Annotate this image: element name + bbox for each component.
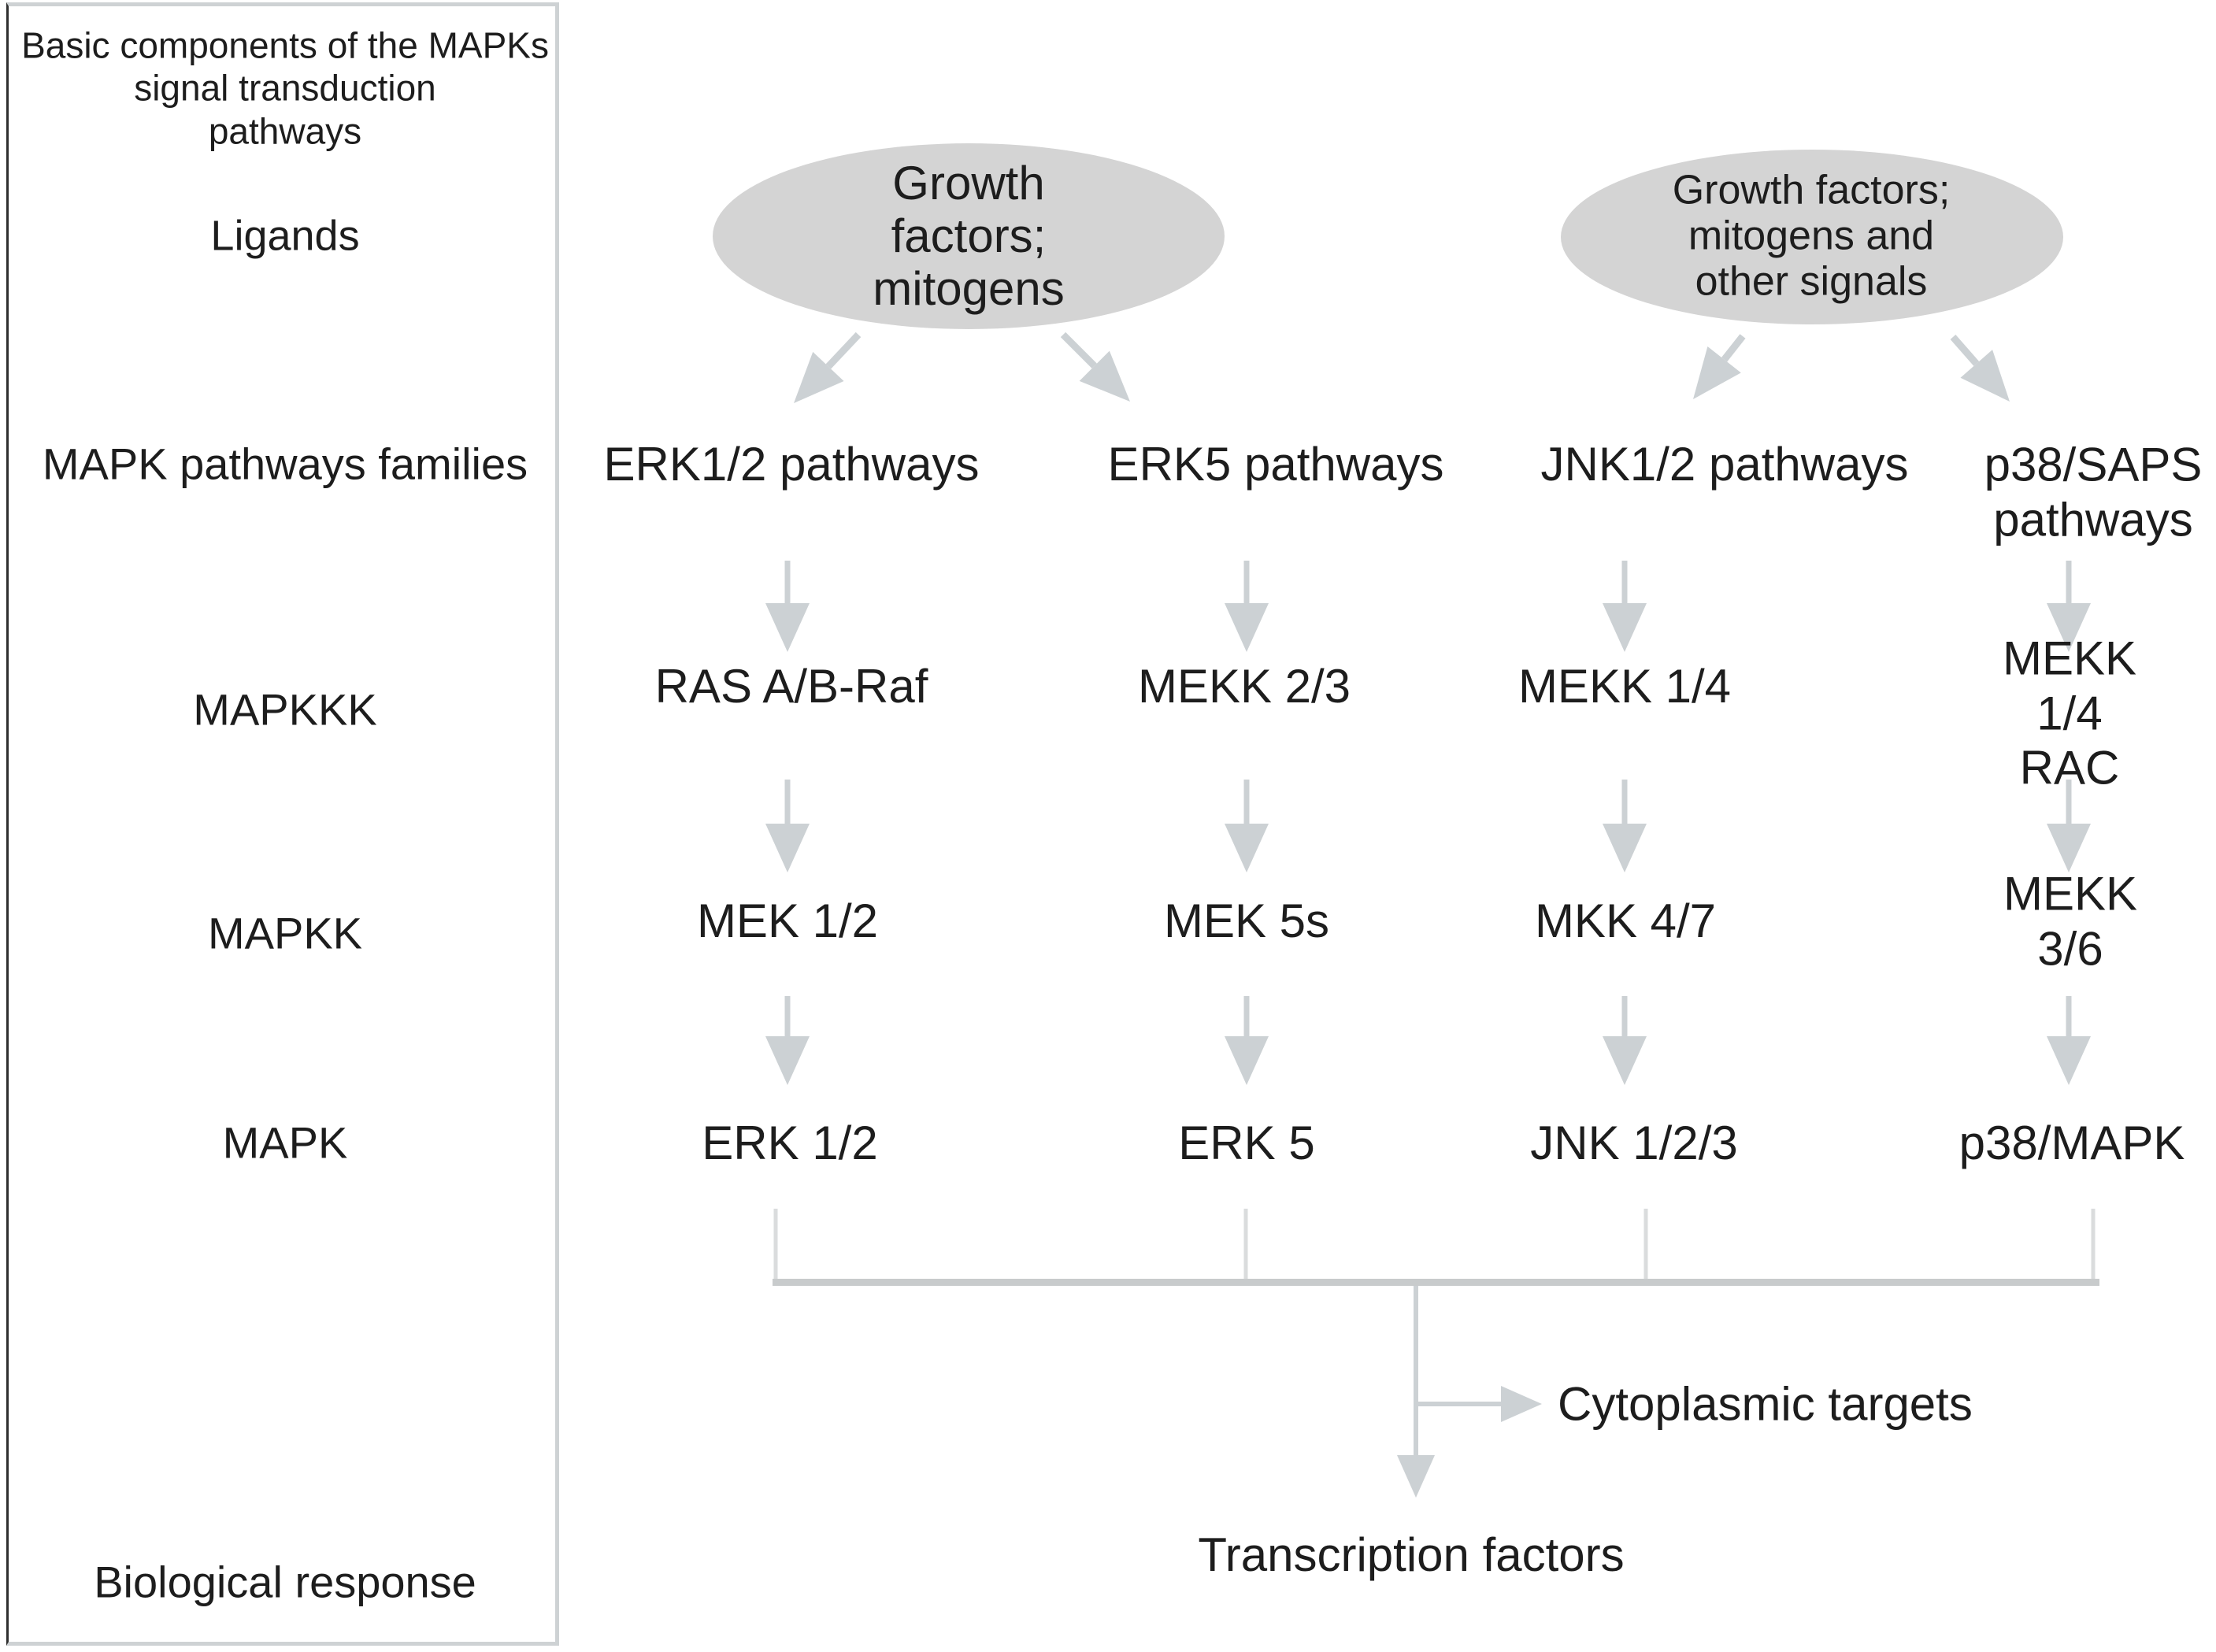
pathway-title-jnk12: JNK1/2 pathways <box>1540 438 1909 491</box>
arrow-ellipse2-to-jnk12-head <box>1693 346 1741 399</box>
arrow-ellipse1-to-erk12-shaft <box>825 332 862 369</box>
node-mapkkk-mekk14: MEKK 1/4 <box>1517 660 1732 713</box>
arrow-col4-title-to-mapkkk-head <box>2047 603 2091 652</box>
node-mapkk-mek12: MEK 1/2 <box>696 895 879 948</box>
node-mapk-erk5: ERK 5 <box>1178 1117 1315 1170</box>
legend-row-biological-response: Biological response <box>94 1557 476 1607</box>
output-cytoplasmic-targets: Cytoplasmic targets <box>1558 1377 1973 1431</box>
arrow-col2-mapkk-to-mapk-head <box>1225 1036 1269 1085</box>
legend-row-ligands: Ligands <box>210 212 360 260</box>
node-mapkkk-mekk14-rac: MEKK 1/4 RAC <box>2002 632 2137 795</box>
arrow-ellipse1-to-erk12-head <box>794 351 844 403</box>
arrow-ellipse2-to-p38-head <box>1960 350 2010 402</box>
node-mapkk-mekk36: MEKK 3/6 <box>2003 867 2138 975</box>
arrow-col1-mapkkk-to-mapkk-head <box>765 824 810 872</box>
arrow-ellipse1-to-erk5-head <box>1079 350 1130 402</box>
pathway-title-erk5: ERK5 pathways <box>1107 438 1444 491</box>
ligand-ellipse-2-text: Growth factors; mitogens and other signa… <box>1672 167 1951 306</box>
arrow-col4-mapkk-to-mapk-head <box>2047 1036 2091 1085</box>
collector-horizontal-bus <box>773 1279 2099 1286</box>
output-transcription-factors: Transcription factors <box>1198 1528 1625 1582</box>
node-mapkk-mek5s: MEK 5s <box>1163 895 1330 948</box>
node-mapkk-mkk47: MKK 4/7 <box>1534 895 1717 948</box>
node-mapk-erk12: ERK 1/2 <box>702 1117 878 1170</box>
ligand-ellipse-growth-factors-other-signals <box>1561 150 2063 324</box>
arrow-col1-mapkk-to-mapk-head <box>765 1036 810 1085</box>
arrow-col3-mapkkk-to-mapkk-head <box>1603 824 1647 872</box>
arrow-col1-title-to-mapkkk-head <box>765 603 810 652</box>
arrow-col4-mapkkk-to-mapkk-head <box>2047 824 2091 872</box>
legend-row-mapkk: MAPKK <box>207 908 363 958</box>
legend-box <box>6 2 559 1646</box>
arrow-col3-title-to-mapkkk-head <box>1603 603 1647 652</box>
legend-row-families: MAPK pathways families <box>42 439 528 489</box>
arrow-branch-to-cytoplasmic-targets-head <box>1501 1386 1542 1422</box>
arrow-ellipse2-to-p38-shaft <box>1950 335 1980 366</box>
legend-title: Basic components of the MAPKs signal tra… <box>21 24 549 152</box>
legend-row-mapk: MAPK <box>222 1117 348 1168</box>
ligand-ellipse-1-text: Growth factors; mitogens <box>873 157 1065 316</box>
arrow-ellipse2-to-jnk12-shaft <box>1721 334 1746 362</box>
arrow-stem-to-transcription-factors-head <box>1397 1455 1435 1498</box>
arrow-col2-mapkkk-to-mapkk-head <box>1225 824 1269 872</box>
ligand-ellipse-growth-factors-mitogens <box>713 143 1225 329</box>
arrow-col3-mapkk-to-mapk-head <box>1603 1036 1647 1085</box>
node-mapk-jnk123: JNK 1/2/3 <box>1530 1117 1738 1170</box>
node-mapkkk-ras-ab-raf: RAS A/B-Raf <box>654 660 928 713</box>
pathway-title-erk12: ERK1/2 pathways <box>603 438 980 491</box>
node-mapkkk-mekk23: MEKK 2/3 <box>1137 660 1351 713</box>
node-mapk-p38mapk: p38/MAPK <box>1958 1117 2185 1170</box>
legend-row-mapkkk: MAPKKK <box>193 684 377 735</box>
arrow-ellipse1-to-erk5-shaft <box>1060 332 1097 369</box>
arrow-col2-title-to-mapkkk-head <box>1225 603 1269 652</box>
pathway-title-p38saps: p38/SAPS pathways <box>1984 438 2203 546</box>
